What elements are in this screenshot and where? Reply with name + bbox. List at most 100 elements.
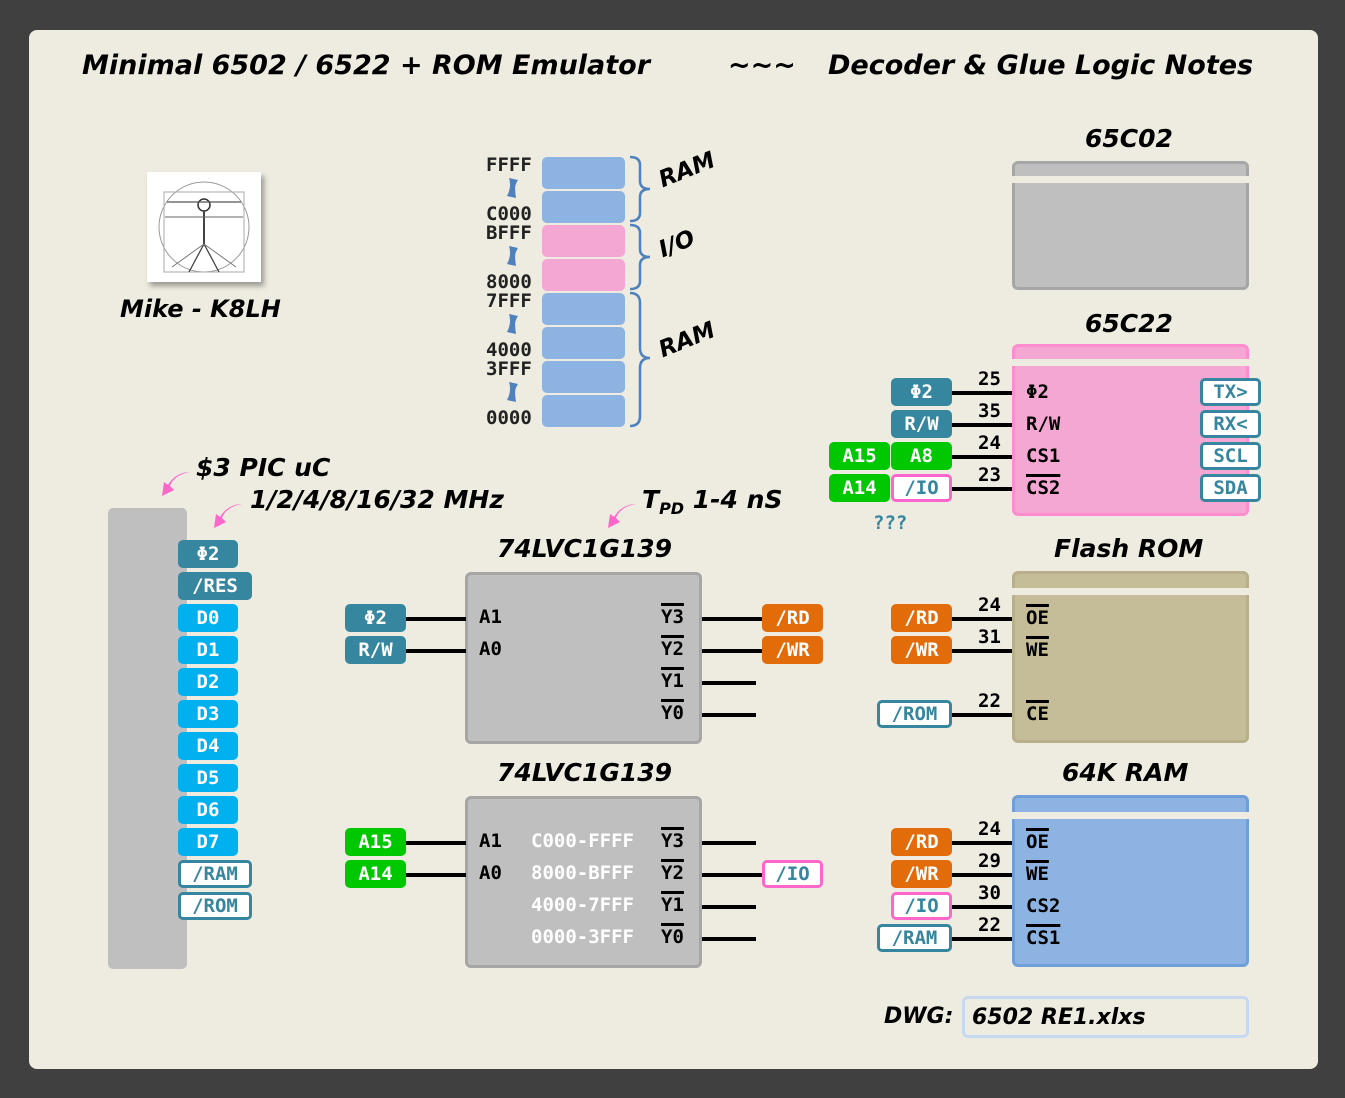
ram-pin-oe: OE: [1026, 831, 1049, 853]
pic-pin-d4: D4: [178, 732, 238, 760]
via-sig-phi2: Φ2: [891, 378, 952, 406]
addr-label: 3FFF: [486, 358, 532, 380]
decoder2-pin-y3: Y3: [661, 830, 684, 852]
ram-pin-cs2: CS2: [1026, 895, 1061, 917]
decoder1-out-rd: /RD: [762, 604, 823, 632]
wire: [952, 713, 1012, 717]
range-break-icon: [507, 246, 518, 266]
rom-pin-number: 24: [978, 594, 1001, 616]
decoder2-name: 74LVC1G139: [497, 758, 673, 787]
range-break-icon: [507, 178, 518, 198]
pic-pin-d0: D0: [178, 604, 238, 632]
wire: [702, 841, 756, 845]
mem-block-4000: [542, 327, 625, 359]
mem-block-8000: [542, 259, 625, 291]
decoder2-range: 0000-3FFF: [531, 926, 634, 948]
pic-pin-d1: D1: [178, 636, 238, 664]
chip-break: [1012, 812, 1249, 819]
wire: [702, 873, 762, 877]
wire: [406, 873, 466, 877]
decoder1-pin-y3: Y3: [661, 606, 684, 628]
mem-block-ffff: [542, 157, 625, 189]
via-pin-cs1: CS1: [1026, 445, 1061, 467]
pic-pin-ram: /RAM: [178, 860, 252, 888]
wire: [702, 649, 762, 653]
ram-pin-number: 29: [978, 850, 1001, 872]
pic-pin-phi2: Φ2: [178, 540, 238, 568]
decoder1-in-rw: R/W: [345, 636, 406, 664]
ram-chip: [1012, 795, 1249, 967]
dwg-field: 6502 RE1.xlxs: [962, 996, 1249, 1038]
via-pin-number: 35: [978, 400, 1001, 422]
decoder2-range: 8000-BFFF: [531, 862, 634, 884]
rom-pin-number: 31: [978, 626, 1001, 648]
range-braces: [629, 155, 651, 428]
via-pin-cs2: CS2: [1026, 477, 1061, 499]
chip-break: [1012, 359, 1249, 366]
wire: [952, 617, 1012, 621]
ram-pin-we: WE: [1026, 863, 1049, 885]
rom-chip: [1012, 571, 1249, 743]
wire: [702, 905, 756, 909]
decoder2-in-a14: A14: [345, 860, 406, 888]
wire: [952, 423, 1012, 427]
chip-break: [1012, 588, 1249, 595]
tpd-rest: 1-4 nS: [684, 485, 783, 514]
via-pin-rx: RX<: [1200, 410, 1261, 438]
addr-label: 8000: [486, 271, 532, 293]
propagation-delay-note: TPD 1-4 nS: [642, 485, 782, 518]
author-name: Mike - K8LH: [120, 295, 281, 323]
wire: [702, 713, 756, 717]
decoder2-out-io: /IO: [762, 860, 823, 888]
wire: [702, 617, 762, 621]
via-name: 65C22: [1085, 309, 1173, 338]
decoder2-pin-y2: Y2: [661, 862, 684, 884]
decoder2-pin-a1: A1: [479, 830, 502, 852]
via-pin-phi2: Φ2: [1026, 381, 1049, 403]
mem-block-0000: [542, 395, 625, 427]
decoder2-pin-y1: Y1: [661, 894, 684, 916]
wire: [952, 937, 1012, 941]
brace-io: [629, 223, 651, 291]
brace-ram-low: [629, 291, 651, 428]
wire: [952, 649, 1012, 653]
decoder1-out-wr: /WR: [762, 636, 823, 664]
ram-pin-number: 24: [978, 818, 1001, 840]
decoder1-pin-a0: A0: [479, 638, 502, 660]
wire: [702, 937, 756, 941]
pic-chip: [108, 508, 187, 969]
tpd-t: T: [642, 485, 660, 514]
cpu-chip: [1012, 161, 1249, 290]
decoder2-range: C000-FFFF: [531, 830, 634, 852]
decoder2-pin-a0: A0: [479, 862, 502, 884]
addr-label: 7FFF: [486, 290, 532, 312]
wire: [952, 455, 1012, 459]
clock-note: 1/2/4/8/16/32 MHz: [250, 485, 504, 514]
pic-pin-d5: D5: [178, 764, 238, 792]
ram-pin-number: 22: [978, 914, 1001, 936]
ram-pin-number: 30: [978, 882, 1001, 904]
mem-block-3fff: [542, 361, 625, 393]
addr-label: FFFF: [486, 154, 532, 176]
via-pin-tx: TX>: [1200, 378, 1261, 406]
decoder1-chip: [465, 572, 702, 744]
brace-ram-high: [629, 155, 651, 223]
decoder2-chip: [465, 796, 702, 968]
pic-pin-d2: D2: [178, 668, 238, 696]
rom-name: Flash ROM: [1054, 534, 1204, 563]
addr-label: C000: [486, 203, 532, 225]
decoder2-range: 4000-7FFF: [531, 894, 634, 916]
range-break-icon: [507, 314, 518, 334]
mem-block-bfff: [542, 225, 625, 257]
ram-pin-cs1: CS1: [1026, 927, 1061, 949]
rom-pin-number: 22: [978, 690, 1001, 712]
via-pin-number: 25: [978, 368, 1001, 390]
dwg-label: DWG:: [884, 1004, 954, 1029]
pointer-arrow-icon: [162, 472, 190, 496]
addr-label: BFFF: [486, 222, 532, 244]
pic-pin-d6: D6: [178, 796, 238, 824]
ram-name: 64K RAM: [1062, 758, 1189, 787]
rom-sig-wr: /WR: [891, 636, 952, 664]
wire: [952, 905, 1012, 909]
ram-sig-rd: /RD: [891, 828, 952, 856]
